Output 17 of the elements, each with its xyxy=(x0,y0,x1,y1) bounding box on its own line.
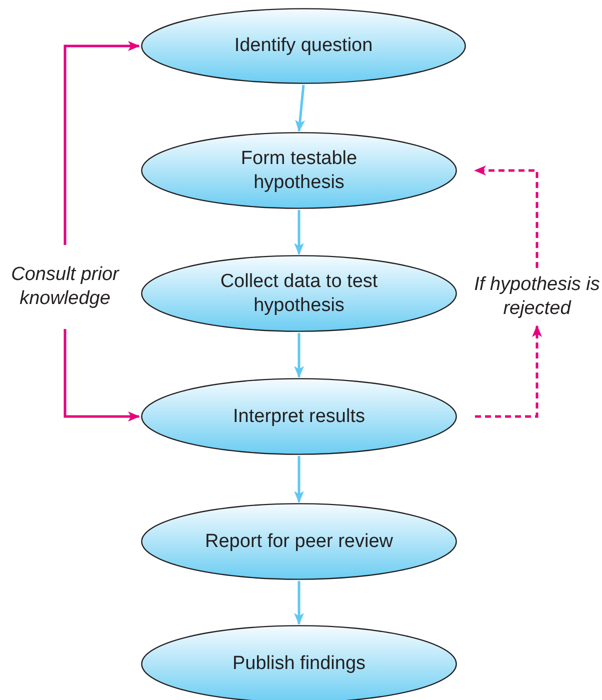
arrow xyxy=(294,456,304,503)
step-label: Interpret results xyxy=(233,404,365,428)
step-label: Collect data to test hypothesis xyxy=(219,270,379,318)
arrow xyxy=(294,210,304,255)
arrow xyxy=(64,41,140,245)
step-label: Publish findings xyxy=(232,652,366,676)
step-label: Report for peer review xyxy=(205,530,393,554)
note-text: Consult prior knowledge xyxy=(10,263,120,311)
step-label: Identify question xyxy=(234,34,373,58)
arrow xyxy=(294,581,304,625)
arrow xyxy=(64,329,140,422)
step-label: Form testable hypothesis xyxy=(240,146,358,194)
arrow xyxy=(475,325,542,418)
arrow xyxy=(294,333,304,378)
arrow xyxy=(474,166,538,268)
arrow xyxy=(295,84,306,132)
note-text: If hypothesis is rejected xyxy=(473,273,601,321)
